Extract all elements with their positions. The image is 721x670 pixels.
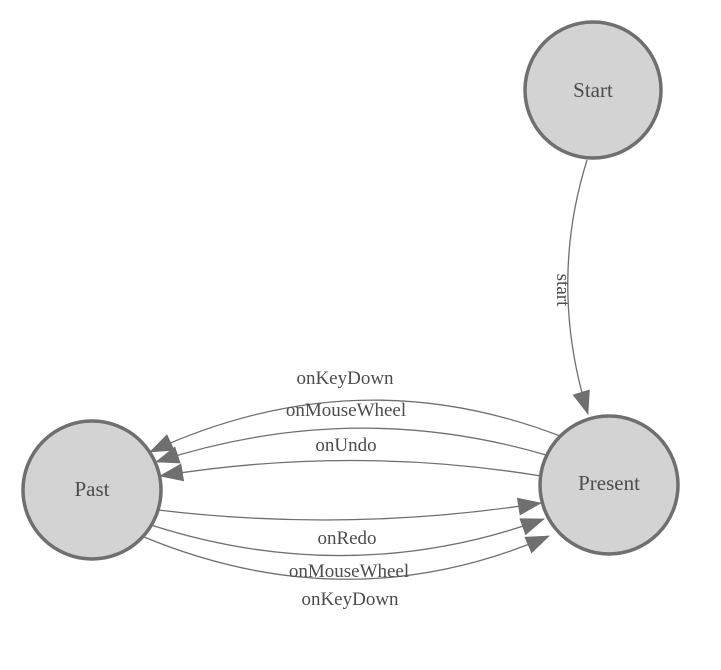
start-node-label: Start (573, 78, 613, 102)
edge-label-onkeydown-top: onKeyDown (296, 368, 394, 389)
edge-past-to-present-onredo (157, 497, 542, 521)
edge-start-to-present (567, 159, 590, 415)
edge-past-to-present-onmousewheel (150, 518, 545, 557)
present-node-label: Present (578, 471, 640, 495)
edge-label-start: start (552, 274, 573, 307)
edge-present-to-past-onmousewheel (155, 427, 547, 464)
present-node-circle (538, 414, 680, 556)
edge-label-onundo: onUndo (315, 435, 376, 456)
edge-present-to-past-onundo (159, 459, 542, 482)
edge-label-onkeydown-bottom: onKeyDown (301, 589, 399, 610)
edge-label-onmousewheel-bottom: onMouseWheel (289, 561, 409, 582)
past-node-circle (21, 419, 163, 561)
edge-past-to-present-onkeydown (143, 535, 550, 580)
edge-label-onmousewheel-top: onMouseWheel (286, 400, 406, 421)
node-start: Start (523, 20, 663, 160)
node-present: Present (538, 414, 680, 556)
node-past: Past (21, 419, 163, 561)
start-node-circle (523, 20, 663, 160)
past-node-label: Past (74, 477, 109, 501)
edge-label-onredo: onRedo (317, 528, 376, 549)
edge-present-to-past-onkeydown (149, 399, 561, 453)
